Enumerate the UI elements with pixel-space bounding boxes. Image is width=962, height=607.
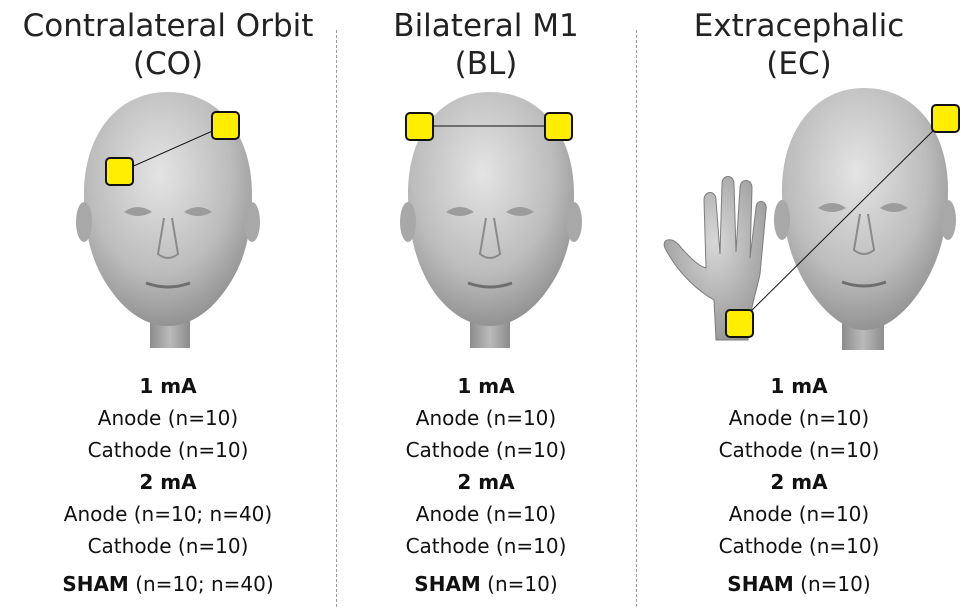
sham-label: SHAM bbox=[62, 572, 129, 596]
panel-bilateral-m1: Bilateral M1 (BL) 1 mA Anode (n=10) Cath… bbox=[336, 0, 636, 607]
sham-value: (n=10; n=40) bbox=[129, 572, 274, 596]
group-anode: Anode (n=10) bbox=[636, 402, 962, 434]
dose-label: 2 mA bbox=[336, 466, 636, 498]
sham-label: SHAM bbox=[727, 572, 794, 596]
head bbox=[774, 88, 956, 350]
sham-value: (n=10) bbox=[794, 572, 871, 596]
dose-label: 1 mA bbox=[636, 370, 962, 402]
group-anode: Anode (n=10; n=40) bbox=[0, 498, 336, 530]
head-illustration bbox=[0, 0, 336, 370]
dose-label: 1 mA bbox=[0, 370, 336, 402]
group-cathode: Cathode (n=10) bbox=[336, 434, 636, 466]
electrode-pad bbox=[545, 113, 572, 140]
electrode-pad bbox=[932, 105, 959, 132]
group-cathode: Cathode (n=10) bbox=[636, 530, 962, 562]
dose-label: 2 mA bbox=[636, 466, 962, 498]
panel-extracephalic: Extracephalic (EC) 1 mA Anode (n=10) Cat… bbox=[636, 0, 962, 607]
group-anode: Anode (n=10) bbox=[636, 498, 962, 530]
electrode-pad bbox=[406, 113, 433, 140]
panel-contralateral-orbit: Contralateral Orbit (CO) 1 mA Anode (n=1… bbox=[0, 0, 336, 607]
electrode-pad bbox=[726, 310, 753, 337]
dose-label: 1 mA bbox=[336, 370, 636, 402]
stimulation-groups: 1 mA Anode (n=10) Cathode (n=10) 2 mA An… bbox=[336, 370, 636, 600]
head-illustration bbox=[336, 0, 636, 370]
group-anode: Anode (n=10) bbox=[336, 402, 636, 434]
group-sham: SHAM (n=10; n=40) bbox=[0, 568, 336, 600]
sham-label: SHAM bbox=[414, 572, 481, 596]
group-cathode: Cathode (n=10) bbox=[336, 530, 636, 562]
group-sham: SHAM (n=10) bbox=[636, 568, 962, 600]
stimulation-groups: 1 mA Anode (n=10) Cathode (n=10) 2 mA An… bbox=[636, 370, 962, 600]
group-anode: Anode (n=10) bbox=[0, 402, 336, 434]
group-sham: SHAM (n=10) bbox=[336, 568, 636, 600]
stimulation-groups: 1 mA Anode (n=10) Cathode (n=10) 2 mA An… bbox=[0, 370, 336, 600]
head-and-hand-illustration bbox=[636, 0, 962, 370]
group-anode: Anode (n=10) bbox=[336, 498, 636, 530]
electrode-pad bbox=[212, 112, 239, 139]
electrode-pad bbox=[106, 158, 133, 185]
group-cathode: Cathode (n=10) bbox=[636, 434, 962, 466]
group-cathode: Cathode (n=10) bbox=[0, 530, 336, 562]
dose-label: 2 mA bbox=[0, 466, 336, 498]
sham-value: (n=10) bbox=[481, 572, 558, 596]
group-cathode: Cathode (n=10) bbox=[0, 434, 336, 466]
